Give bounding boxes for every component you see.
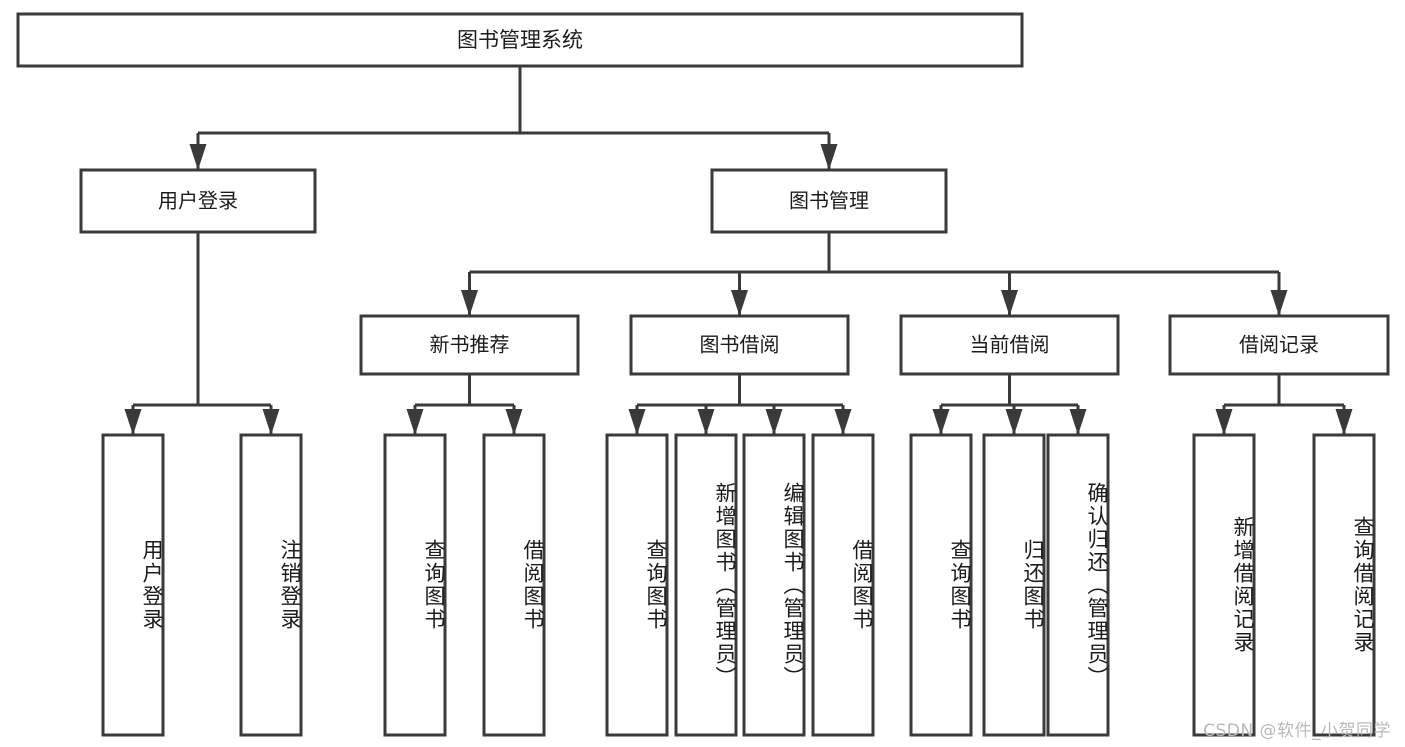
root-node-label: 图书管理系统 xyxy=(457,28,583,52)
connector-group xyxy=(461,232,1288,316)
leaf-node-9-box[interactable] xyxy=(982,433,1046,737)
leaf-node-6-box[interactable] xyxy=(742,433,806,737)
level2-node-1-box[interactable] xyxy=(710,168,948,234)
connector-group xyxy=(406,374,523,435)
leaf-node-2-box[interactable] xyxy=(383,433,447,737)
connector-group xyxy=(628,374,852,435)
connector-lines xyxy=(124,66,1353,435)
connector-group xyxy=(1215,374,1353,435)
level3-node-3-label: 借阅记录 xyxy=(1239,333,1319,357)
leaf-node-11-box[interactable] xyxy=(1192,433,1256,737)
node-boxes xyxy=(16,12,1390,737)
leaf-node-5-box[interactable] xyxy=(674,433,738,737)
level2-node-0-label: 用户登录 xyxy=(158,189,238,213)
level3-node-0-box[interactable] xyxy=(359,314,580,376)
leaf-node-10-box[interactable] xyxy=(1046,433,1110,737)
leaf-node-1-box[interactable] xyxy=(239,433,303,737)
level3-node-3-box[interactable] xyxy=(1168,314,1390,376)
level3-node-2-box[interactable] xyxy=(899,314,1120,376)
leaf-node-8-box[interactable] xyxy=(909,433,973,737)
level3-node-2-label: 当前借阅 xyxy=(970,333,1050,357)
leaf-node-3-box[interactable] xyxy=(482,433,546,737)
level2-node-0-box[interactable] xyxy=(79,168,317,234)
connector-group xyxy=(932,374,1087,435)
leaf-node-7-box[interactable] xyxy=(811,433,875,737)
level3-node-1-label: 图书借阅 xyxy=(700,333,780,357)
csdn-watermark: CSDN @软件_小贺同学 xyxy=(1203,721,1391,741)
connector-group xyxy=(124,232,280,435)
connector-group xyxy=(189,66,838,170)
level2-node-1-label: 图书管理 xyxy=(789,189,869,213)
level3-node-0-label: 新书推荐 xyxy=(430,333,510,357)
leaf-node-12-box[interactable] xyxy=(1312,433,1376,737)
leaf-node-4-box[interactable] xyxy=(605,433,669,737)
root-node-box[interactable] xyxy=(16,12,1024,68)
leaf-node-0-box[interactable] xyxy=(101,433,165,737)
level3-node-1-box[interactable] xyxy=(629,314,850,376)
